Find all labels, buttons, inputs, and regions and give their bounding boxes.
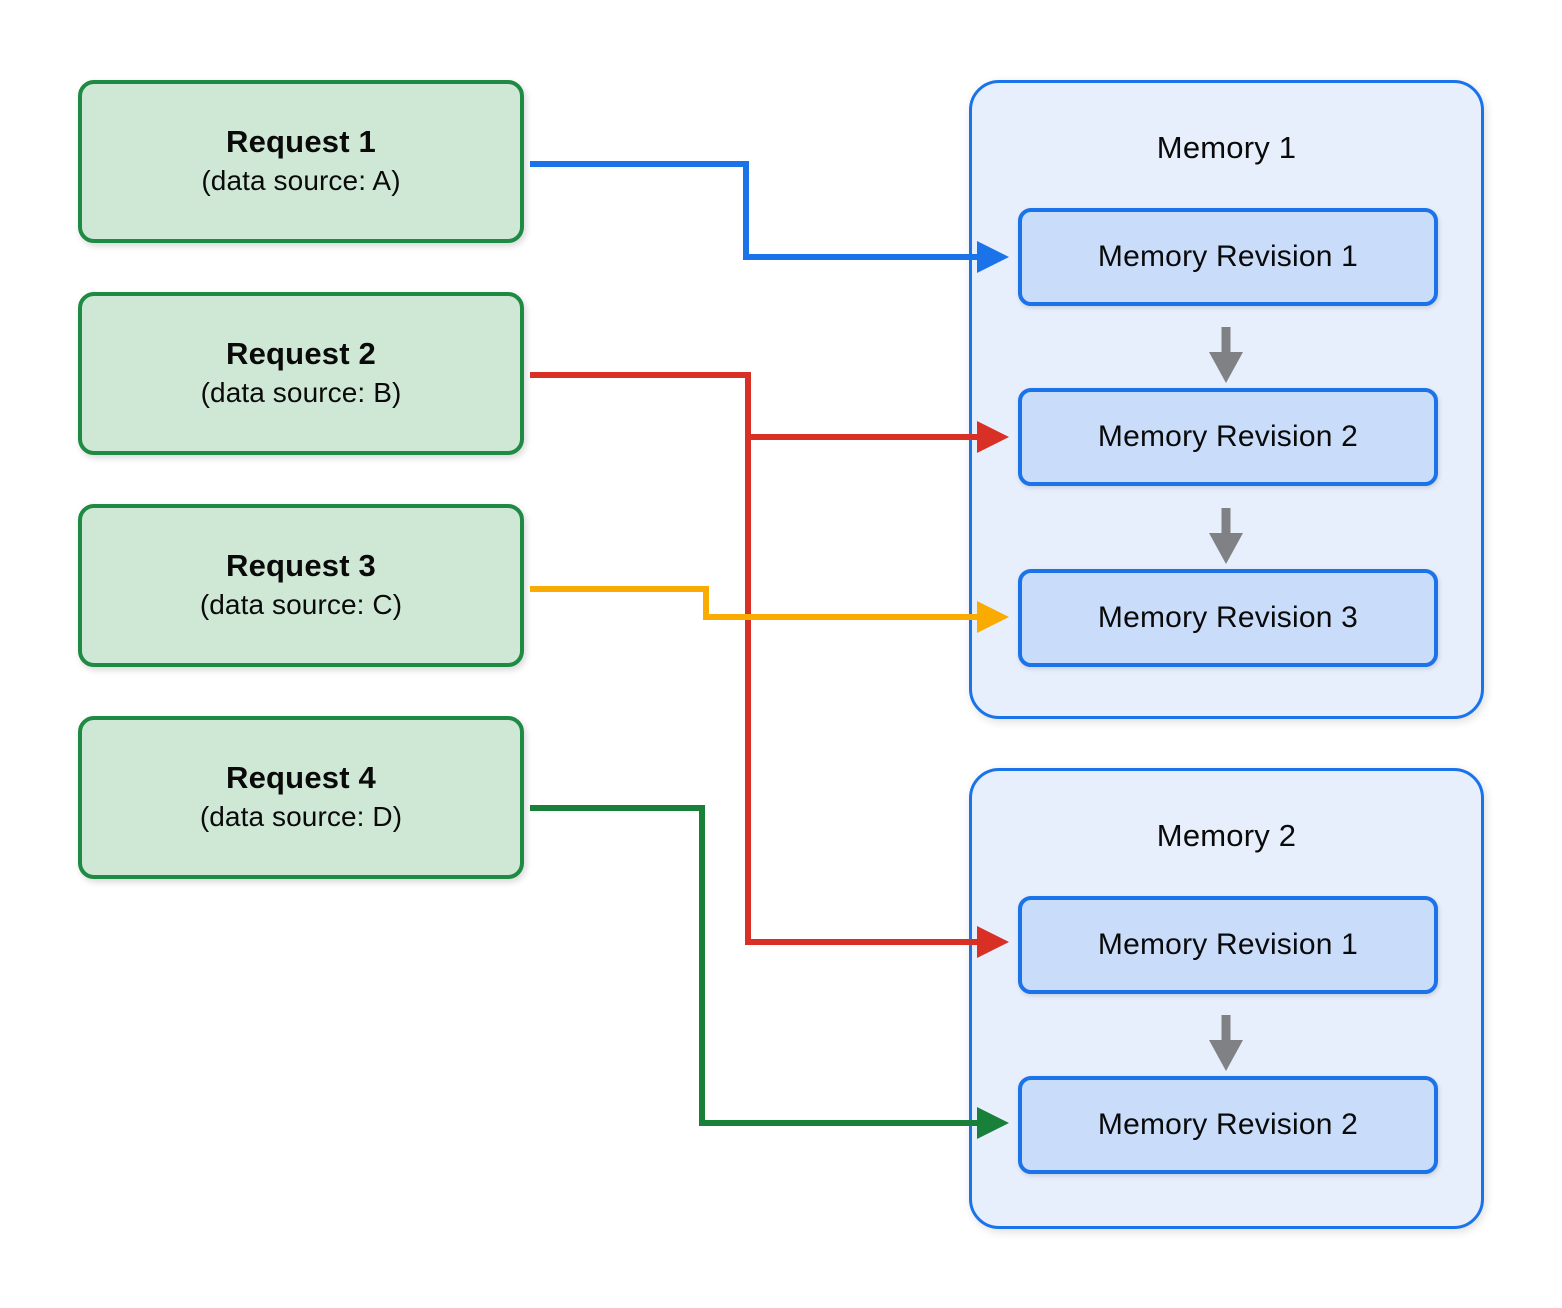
connector-request-2-to-memory-1-revision-2-and-memory-2-revision-1 [530,372,1009,958]
request-2-subtitle: (data source: B) [200,376,402,408]
memory-2-revision-2-label: Memory Revision 2 [1097,1108,1359,1141]
request-4-title: Request 4 [226,760,376,796]
connector-request-3-to-memory-1-revision-3 [530,586,1009,633]
memory-container-2[interactable]: Memory 2 Memory Revision 1 Memory Revisi… [969,768,1484,1229]
memory-1-revision-3-label: Memory Revision 3 [1097,601,1359,634]
connector-request-4-to-memory-2-revision-2 [530,805,1009,1139]
request-2-title: Request 2 [226,336,376,372]
request-box-4[interactable]: Request 4 (data source: D) [78,716,524,879]
request-3-subtitle: (data source: C) [199,588,403,620]
memory-1-revision-1-label: Memory Revision 1 [1097,240,1359,273]
memory-1-title: Memory 1 [1156,130,1297,165]
request-box-1[interactable]: Request 1 (data source: A) [78,80,524,243]
request-box-3[interactable]: Request 3 (data source: C) [78,504,524,667]
memory-1-revision-2-label: Memory Revision 2 [1097,420,1359,453]
memory-2-title: Memory 2 [1156,818,1297,853]
memory-container-1[interactable]: Memory 1 Memory Revision 1 Memory Revisi… [969,80,1484,719]
memory-1-revision-2[interactable]: Memory Revision 2 [1018,388,1438,486]
request-box-2[interactable]: Request 2 (data source: B) [78,292,524,455]
connector-request-1-to-memory-1-revision-1 [530,161,1009,273]
memory-2-revision-1[interactable]: Memory Revision 1 [1018,896,1438,994]
memory-2-revision-1-label: Memory Revision 1 [1097,928,1359,961]
memory-2-revision-2[interactable]: Memory Revision 2 [1018,1076,1438,1174]
request-4-subtitle: (data source: D) [199,800,403,832]
request-3-title: Request 3 [226,548,376,584]
memory-1-revision-3[interactable]: Memory Revision 3 [1018,569,1438,667]
request-1-title: Request 1 [226,124,376,160]
request-1-subtitle: (data source: A) [201,164,401,196]
memory-1-revision-1[interactable]: Memory Revision 1 [1018,208,1438,306]
